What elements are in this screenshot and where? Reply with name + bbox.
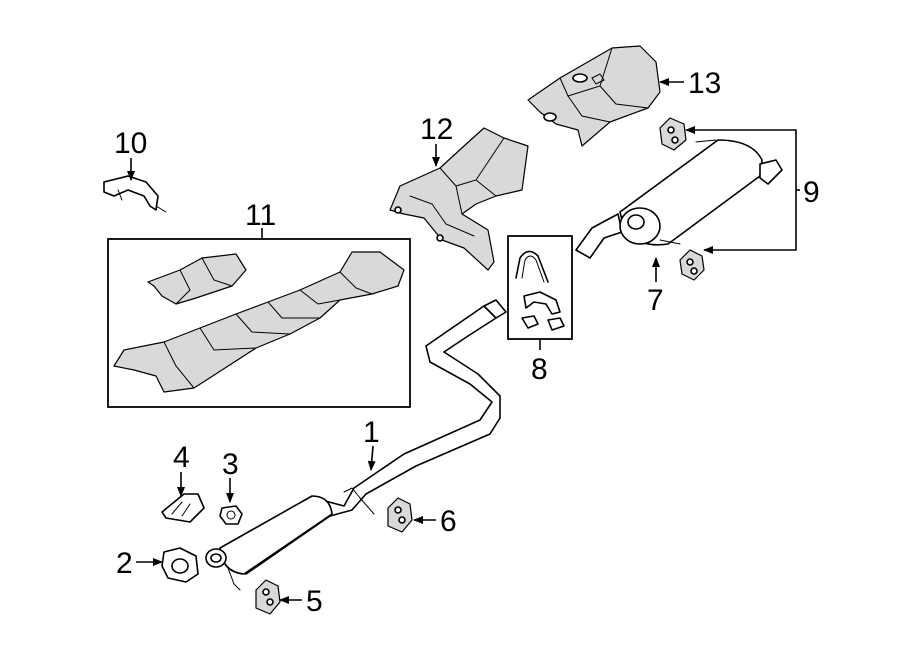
flange-gasket-part (161, 547, 199, 583)
center-heat-shield-part (389, 127, 529, 271)
rear-muffler-part (575, 139, 783, 259)
callout-13-label: 13 (688, 67, 721, 100)
callout-6: 6 (413, 505, 457, 538)
callout-7: 7 (647, 257, 664, 317)
callout-11-label: 11 (245, 199, 276, 232)
front-hanger-part (255, 579, 281, 615)
rear-hanger-upper-part (659, 117, 687, 151)
heat-shield-kit-box (107, 238, 411, 408)
center-hanger-part (387, 497, 413, 533)
callout-1-label: 1 (363, 416, 380, 449)
pipe-bracket-part (161, 493, 205, 523)
callout-13: 13 (659, 67, 721, 100)
callout-6-label: 6 (440, 505, 457, 538)
callout-8: 8 (531, 339, 548, 386)
callout-10-label: 10 (114, 127, 147, 160)
rear-hanger-lower-part (679, 249, 705, 281)
callout-1: 1 (363, 416, 380, 471)
callout-5: 5 (279, 585, 323, 618)
callout-10: 10 (114, 127, 147, 181)
callout-2-label: 2 (116, 547, 133, 580)
callout-4-label: 4 (173, 441, 190, 474)
callout-7-label: 7 (647, 284, 664, 317)
rear-heat-shield-part (527, 45, 661, 147)
callout-2: 2 (116, 547, 163, 580)
callout-12-label: 12 (420, 113, 453, 146)
u-bolt-clamp-part (515, 250, 565, 331)
callout-3-label: 3 (222, 448, 239, 481)
callout-8-label: 8 (531, 353, 548, 386)
callout-11: 11 (245, 199, 276, 239)
intermediate-pipe-part (205, 299, 507, 591)
callout-3: 3 (222, 448, 239, 503)
callout-9: 9 (685, 126, 820, 254)
heat-shield-bracket-part (103, 175, 167, 213)
callout-9-label: 9 (803, 176, 820, 209)
flange-nut-part (219, 505, 243, 525)
callout-5-label: 5 (306, 585, 323, 618)
front-heat-shield-large-part (113, 251, 405, 393)
front-heat-shield-small-part (147, 253, 247, 305)
callout-12: 12 (420, 113, 453, 167)
callout-4: 4 (173, 441, 190, 497)
